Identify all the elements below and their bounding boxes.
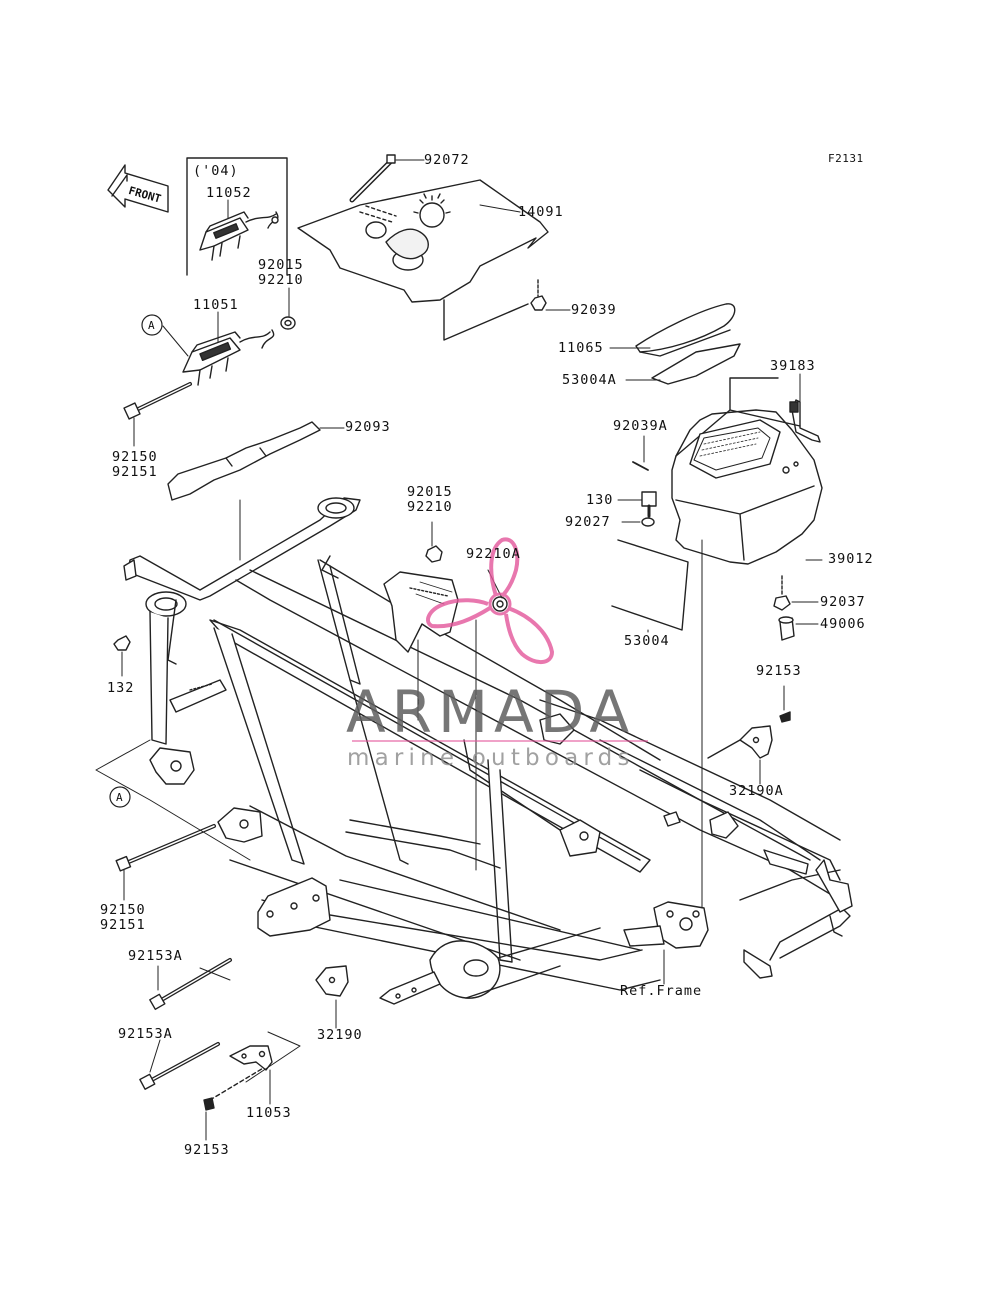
- callout-92037: 92037: [820, 594, 866, 610]
- callout-92210-lower: 92210: [407, 499, 453, 515]
- clip-92039A: [632, 461, 649, 471]
- main-frame: [123, 497, 853, 1005]
- callout-92210-upper: 92210: [258, 272, 304, 288]
- bracket-11052: [199, 211, 279, 261]
- callout-92151-lower: 92151: [100, 917, 146, 933]
- bolt-92153-lower: [203, 1063, 271, 1111]
- reference-a-top: [141, 314, 163, 336]
- ref-frame-label: Ref.Frame: [620, 983, 703, 999]
- watermark-divider: [352, 740, 648, 742]
- callout-92027: 92027: [565, 514, 611, 530]
- reference-a-top-label: A: [148, 319, 156, 332]
- callout-92210A: 92210A: [466, 546, 521, 562]
- callout-39012: 39012: [828, 551, 874, 567]
- callout-92072: 92072: [424, 152, 470, 168]
- nut-132: [113, 635, 131, 651]
- pad-92093: [167, 421, 321, 501]
- callout-92153A-lower: 92153A: [118, 1026, 173, 1042]
- reference-a-bottom: [109, 786, 131, 808]
- bolt-92150-upper: [123, 382, 192, 420]
- callout-92039A: 92039A: [613, 418, 668, 434]
- callout-92015-upper: 92015: [258, 257, 304, 273]
- figure-code: F2131: [828, 152, 864, 165]
- callout-32190A: 32190A: [729, 783, 784, 799]
- callout-132: 132: [107, 680, 135, 696]
- callout-53004A: 53004A: [562, 372, 617, 388]
- pad-11065: [635, 303, 736, 357]
- leader-lines: [95, 159, 823, 1141]
- callout-130: 130: [586, 492, 614, 508]
- clamp-39183: [789, 399, 821, 443]
- callout-92151-upper: 92151: [112, 464, 158, 480]
- bolt-92072: [349, 154, 396, 203]
- callout-92153-right: 92153: [756, 663, 802, 679]
- bracket-11053: [229, 1045, 273, 1071]
- nut-92039: [530, 279, 547, 311]
- watermark-title: ARMADA: [346, 678, 636, 746]
- bolt-92153A-upper: [149, 958, 232, 1011]
- callout-32190: 32190: [317, 1027, 363, 1043]
- watermark-subtitle: marine outboards: [347, 745, 635, 771]
- washer-92210-upper: [280, 316, 296, 330]
- callout-92039: 92039: [571, 302, 617, 318]
- callout-53004: 53004: [624, 633, 670, 649]
- pad-53004A: [651, 343, 741, 385]
- reference-a-bottom-label: A: [116, 791, 124, 804]
- callout-92153A-upper: 92153A: [128, 948, 183, 964]
- bracket-32190A: [707, 711, 791, 759]
- callout-49006: 49006: [820, 616, 866, 632]
- front-arrow-icon: FRONT: [107, 164, 169, 213]
- bolt-130: [641, 491, 657, 518]
- callout-92153-lower: 92153: [184, 1142, 230, 1158]
- variant-box: [186, 157, 288, 276]
- grommet-92037: [773, 575, 791, 611]
- bracket-32190: [315, 965, 349, 997]
- toolbox-39012: [671, 377, 823, 565]
- callout-11051: 11051: [193, 297, 239, 313]
- washer-92027: [641, 517, 655, 527]
- bracket-11051: [182, 329, 275, 386]
- callout-11065: 11065: [558, 340, 604, 356]
- bolt-92150-lower: [115, 824, 216, 872]
- callout-92015-lower: 92015: [407, 484, 453, 500]
- bolt-92153A-lower: [139, 1042, 220, 1090]
- callout-11053: 11053: [246, 1105, 292, 1121]
- callout-11052: 11052: [206, 185, 252, 201]
- callout-92150-lower: 92150: [100, 902, 146, 918]
- callout-39183: 39183: [770, 358, 816, 374]
- callout-14091: 14091: [518, 204, 564, 220]
- sheet-53004: [611, 539, 689, 631]
- year-box-label: ('04): [193, 163, 239, 179]
- callout-92093: 92093: [345, 419, 391, 435]
- cap-49006: [778, 616, 795, 641]
- callout-92150-upper: 92150: [112, 449, 158, 465]
- watermark-propeller-icon: [426, 537, 555, 664]
- skid-plate-14091: [297, 179, 549, 341]
